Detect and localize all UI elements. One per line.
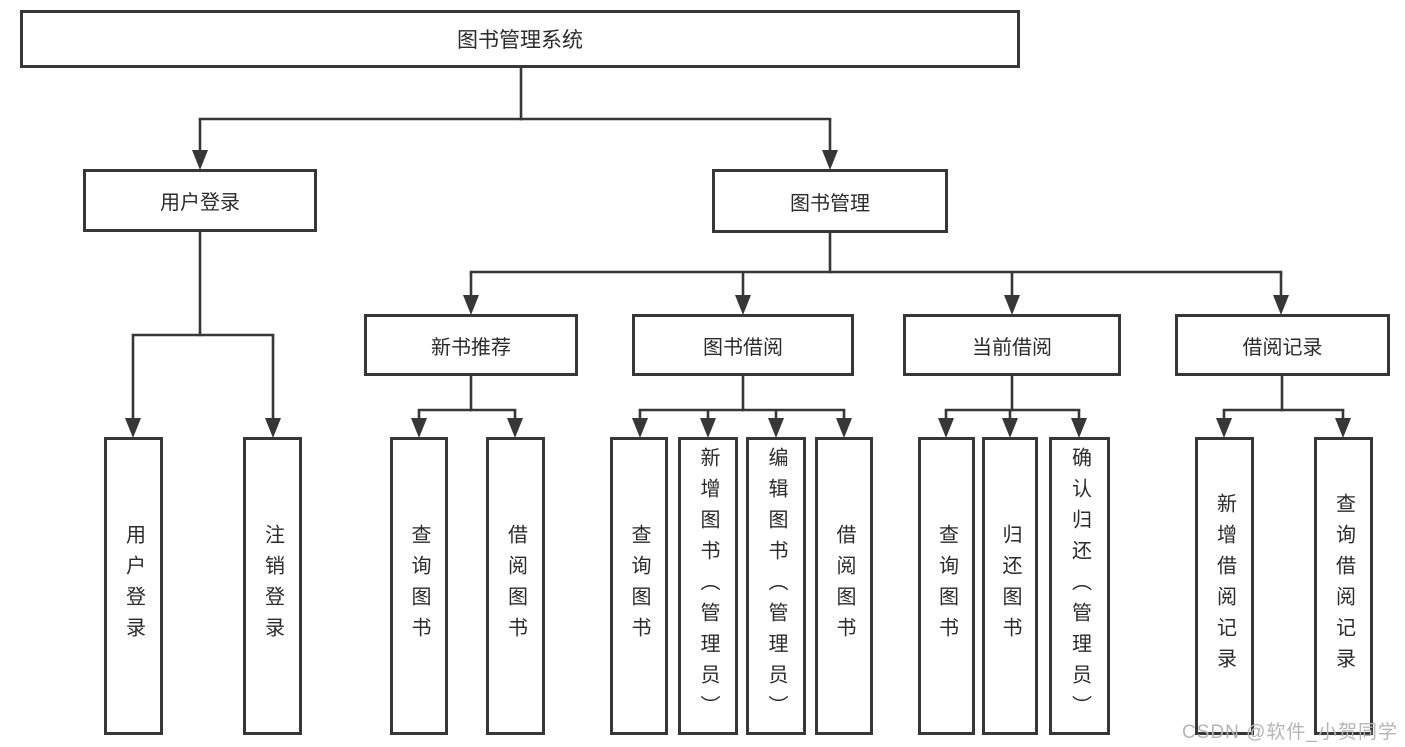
leaf-return-books: 归还图书 — [982, 437, 1038, 735]
leaf-edit-books-admin: 编辑图书（管理员） — [746, 437, 806, 735]
leaf-label: 注销登录 — [261, 524, 284, 648]
node-borrowing-records: 借阅记录 — [1175, 314, 1390, 376]
node-book-management: 图书管理 — [712, 169, 948, 233]
node-user-login: 用户登录 — [83, 169, 317, 232]
leaf-label: 借阅图书 — [833, 524, 855, 648]
leaf-borrow-books-recommend: 借阅图书 — [486, 437, 545, 735]
leaf-add-borrow-record: 新增借阅记录 — [1195, 437, 1254, 735]
node-new-book-recommendation: 新书推荐 — [364, 314, 578, 376]
leaf-label: 借阅图书 — [504, 524, 527, 648]
node-book-borrowing: 图书借阅 — [632, 314, 854, 376]
leaf-label: 编辑图书（管理员） — [765, 446, 787, 726]
leaf-user-login: 用户登录 — [104, 437, 163, 735]
leaf-query-books-recommend: 查询图书 — [390, 437, 448, 735]
leaf-query-books-current: 查询图书 — [918, 437, 975, 735]
node-library-management-system: 图书管理系统 — [20, 10, 1020, 68]
leaf-label: 确认归还（管理员） — [1068, 446, 1091, 726]
leaf-label: 查询图书 — [408, 524, 430, 648]
leaf-query-borrow-record: 查询借阅记录 — [1314, 437, 1373, 735]
leaf-label: 查询借阅记录 — [1332, 493, 1355, 679]
leaf-borrow-books-borrowing: 借阅图书 — [815, 437, 873, 735]
leaf-logout-login: 注销登录 — [243, 437, 302, 735]
leaf-query-books-borrowing: 查询图书 — [610, 437, 668, 735]
leaf-label: 新增图书（管理员） — [697, 446, 719, 726]
leaf-confirm-return-admin: 确认归还（管理员） — [1049, 437, 1110, 735]
leaf-add-books-admin: 新增图书（管理员） — [678, 437, 738, 735]
node-current-borrowing: 当前借阅 — [903, 314, 1121, 376]
leaf-label: 用户登录 — [122, 524, 145, 648]
leaf-label: 查询图书 — [935, 524, 958, 648]
leaf-label: 归还图书 — [999, 524, 1021, 648]
leaf-label: 查询图书 — [628, 524, 650, 648]
leaf-label: 新增借阅记录 — [1213, 493, 1236, 679]
